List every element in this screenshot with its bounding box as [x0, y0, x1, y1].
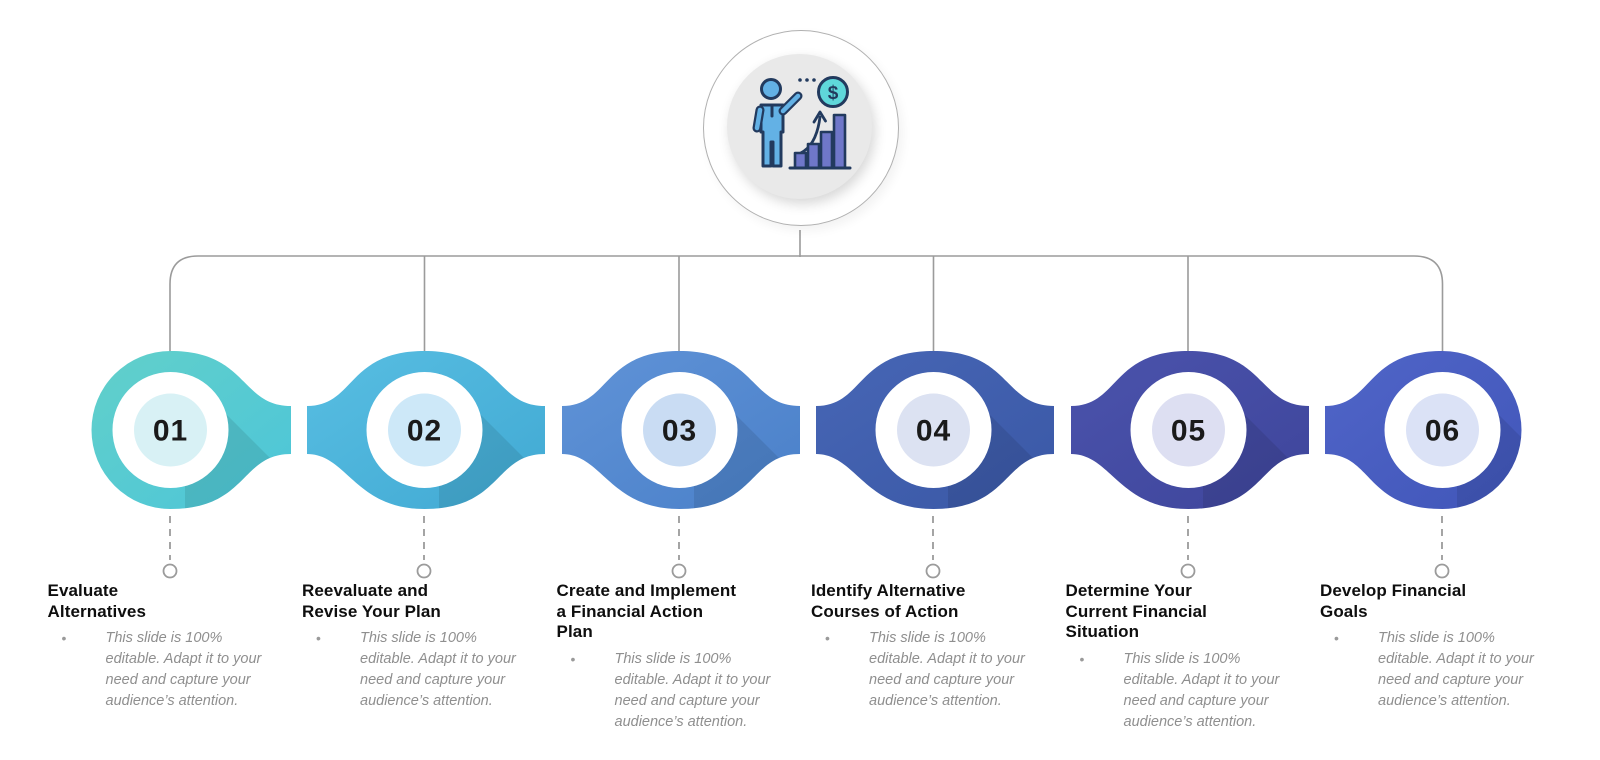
step-title: Create and Implement a Financial Action …: [556, 581, 737, 642]
growth-arrow-head: [812, 110, 827, 124]
hub-circle: $: [703, 30, 899, 226]
connector-end-circle: [925, 563, 941, 579]
person-arm-raised-fill: [780, 93, 801, 114]
step-number: 05: [1170, 415, 1205, 448]
bar-2: [806, 142, 821, 170]
bullet-marker: •: [61, 630, 67, 647]
person-arm-down-fill: [754, 107, 763, 131]
step-badge: 02: [307, 351, 545, 509]
step-badge: 03: [561, 351, 800, 509]
connector-end-circle: [162, 563, 177, 579]
step-text-block: Create and Implement a Financial Action …: [557, 581, 791, 733]
process-step: 05 Determine Your Current Financial Situ…: [1061, 345, 1316, 760]
hub-inner-circle: $: [727, 54, 872, 199]
step-number: 04: [916, 415, 951, 448]
step-number: 03: [661, 415, 696, 448]
step-text-block: Reevaluate and Revise Your Plan • This s…: [302, 581, 536, 712]
badge-tint-circle: [133, 393, 207, 467]
step-dashed-connector: [416, 516, 432, 579]
step-number: 01: [152, 415, 187, 448]
step-text-block: Identify Alternative Courses of Action •…: [811, 581, 1045, 712]
process-step: 06 Develop Financial Goals • This slide …: [1315, 345, 1570, 760]
bar-1: [793, 151, 808, 170]
dollar-sign: $: [828, 83, 839, 104]
process-step: 03 Create and Implement a Financial Acti…: [552, 345, 807, 760]
badge-tint-circle: [388, 393, 461, 467]
step-dashed-connector: [162, 516, 177, 579]
step-text-block: Develop Financial Goals • This slide is …: [1320, 581, 1554, 712]
step-badge: 01: [91, 351, 291, 509]
step-description-text: This slide is 100% editable. Adapt it to…: [614, 651, 771, 730]
step-number: 06: [1425, 415, 1460, 448]
step-description: • This slide is 100% editable. Adapt it …: [1320, 628, 1554, 712]
badge-tint-circle: [897, 393, 970, 467]
bullet-marker: •: [825, 630, 830, 647]
step-badge: 05: [1070, 351, 1309, 509]
connector-end-circle: [1180, 563, 1195, 579]
step-badge: 04: [816, 351, 1054, 509]
step-description: • This slide is 100% editable. Adapt it …: [557, 649, 791, 733]
dot-icon: [798, 78, 802, 82]
step-description: • This slide is 100% editable. Adapt it …: [1066, 649, 1300, 733]
step-description-text: This slide is 100% editable. Adapt it to…: [1123, 651, 1280, 730]
badge-tint-circle: [1406, 393, 1479, 467]
step-dashed-connector: [925, 516, 941, 579]
step-description-text: This slide is 100% editable. Adapt it to…: [105, 630, 262, 710]
step-description: • This slide is 100% editable. Adapt it …: [811, 628, 1045, 712]
bar-4: [832, 113, 847, 170]
bullet-marker: •: [1334, 630, 1339, 647]
person-head: [760, 78, 782, 100]
step-text-block: Evaluate Alternatives • This slide is 10…: [48, 581, 282, 712]
step-title: Develop Financial Goals: [1320, 581, 1467, 621]
bullet-marker: •: [316, 630, 321, 647]
connector-end-circle: [671, 563, 686, 579]
step-description-text: This slide is 100% editable. Adapt it to…: [869, 630, 1025, 710]
person-body: [759, 103, 785, 168]
step-badge: 06: [1325, 351, 1522, 509]
process-step: 04 Identify Alternative Courses of Actio…: [806, 345, 1061, 760]
step-number: 02: [407, 415, 442, 448]
step-description: • This slide is 100% editable. Adapt it …: [48, 628, 282, 712]
step-dashed-connector: [671, 516, 686, 579]
step-description-text: This slide is 100% editable. Adapt it to…: [360, 630, 516, 710]
dot-icon: [805, 78, 809, 82]
bullet-marker: •: [1079, 651, 1085, 668]
bar-3: [819, 130, 834, 170]
step-title: Determine Your Current Financial Situati…: [1065, 581, 1208, 642]
financial-growth-icon: $: [752, 76, 852, 170]
badge-tint-circle: [642, 393, 716, 467]
bullet-marker: •: [570, 651, 576, 668]
step-dashed-connector: [1180, 516, 1195, 579]
connector-end-circle: [416, 563, 432, 579]
dollar-coin-icon: [817, 76, 849, 108]
step-dashed-connector: [1434, 516, 1450, 579]
step-description-text: This slide is 100% editable. Adapt it to…: [1378, 630, 1534, 710]
step-title: Identify Alternative Courses of Action: [811, 581, 966, 621]
dot-icon: [812, 78, 816, 82]
process-step: 01 Evaluate Alternatives • This slide is…: [43, 345, 298, 760]
process-step: 02 Reevaluate and Revise Your Plan • Thi…: [297, 345, 552, 760]
step-title: Reevaluate and Revise Your Plan: [302, 581, 441, 621]
badge-tint-circle: [1151, 393, 1225, 467]
step-text-block: Determine Your Current Financial Situati…: [1066, 581, 1300, 733]
step-title: Evaluate Alternatives: [47, 581, 147, 621]
connector-end-circle: [1434, 563, 1450, 579]
step-description: • This slide is 100% editable. Adapt it …: [302, 628, 536, 712]
